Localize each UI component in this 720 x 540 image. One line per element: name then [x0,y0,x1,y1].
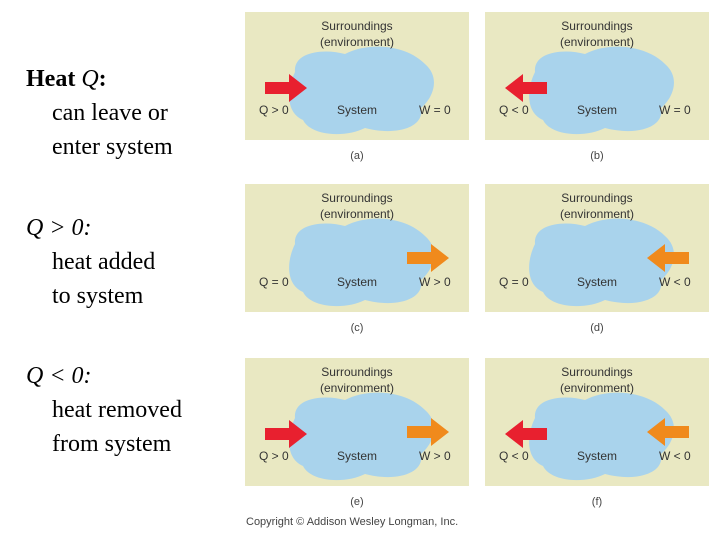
q-label: Q = 0 [499,275,529,289]
system-label: System [573,103,621,117]
diagram-panel-b: Surroundings (environment) System Q < 0 … [485,12,709,140]
caption-c: (c) [337,322,377,334]
diagram-panel-a: Surroundings (environment) System Q > 0 … [245,12,469,140]
caption-b: (b) [577,150,617,162]
q-symbol: Q [81,66,98,92]
system-label: System [573,275,621,289]
system-blob [289,47,434,135]
caption-f: (f) [577,496,617,508]
environment-label: (environment) [485,380,709,396]
environment-label: (environment) [245,380,469,396]
system-label: System [333,275,381,289]
q-negative-line3: from system [26,427,182,461]
system-blob [529,393,674,481]
heat-q-line2: can leave or [26,96,173,130]
environment-label: (environment) [485,206,709,222]
q-label: Q > 0 [259,449,289,463]
system-label: System [573,449,621,463]
w-label: W < 0 [659,275,691,289]
w-label: W > 0 [419,275,451,289]
heading-colon: : [99,66,107,92]
q-negative-heading: Q < 0: [26,363,92,389]
caption-e: (e) [337,496,377,508]
w-label: W > 0 [419,449,451,463]
environment-label: (environment) [245,206,469,222]
q-positive-line2: heat added [26,245,155,279]
heat-q-line3: enter system [26,130,173,164]
diagram-panel-d: Surroundings (environment) System Q = 0 … [485,184,709,312]
heat-q-heading: Heat Q: [26,66,107,92]
w-label: W < 0 [659,449,691,463]
surroundings-label: Surroundings [485,364,709,380]
q-negative-description: Q < 0: heat removed from system [26,359,182,461]
diagram-panel-f: Surroundings (environment) System Q < 0 … [485,358,709,486]
caption-d: (d) [577,322,617,334]
system-label: System [333,103,381,117]
heat-word: Heat [26,66,75,92]
q-label: Q = 0 [259,275,289,289]
system-blob [529,219,674,307]
q-positive-heading: Q > 0: [26,215,92,241]
diagram-panel-c: Surroundings (environment) System Q = 0 … [245,184,469,312]
environment-label: (environment) [485,34,709,50]
system-label: System [333,449,381,463]
q-positive-line3: to system [26,279,155,313]
surroundings-label: Surroundings [485,190,709,206]
surroundings-label: Surroundings [485,18,709,34]
heat-q-description: Heat Q: can leave or enter system [26,62,173,164]
environment-label: (environment) [245,34,469,50]
q-label: Q < 0 [499,103,529,117]
copyright-notice: Copyright © Addison Wesley Longman, Inc. [246,516,458,528]
w-label: W = 0 [659,103,691,117]
diagram-panel-e: Surroundings (environment) System Q > 0 … [245,358,469,486]
q-negative-line2: heat removed [26,393,182,427]
q-positive-description: Q > 0: heat added to system [26,211,155,313]
q-label: Q > 0 [259,103,289,117]
surroundings-label: Surroundings [245,18,469,34]
q-label: Q < 0 [499,449,529,463]
caption-a: (a) [337,150,377,162]
system-blob [529,47,674,135]
w-label: W = 0 [419,103,451,117]
surroundings-label: Surroundings [245,190,469,206]
surroundings-label: Surroundings [245,364,469,380]
